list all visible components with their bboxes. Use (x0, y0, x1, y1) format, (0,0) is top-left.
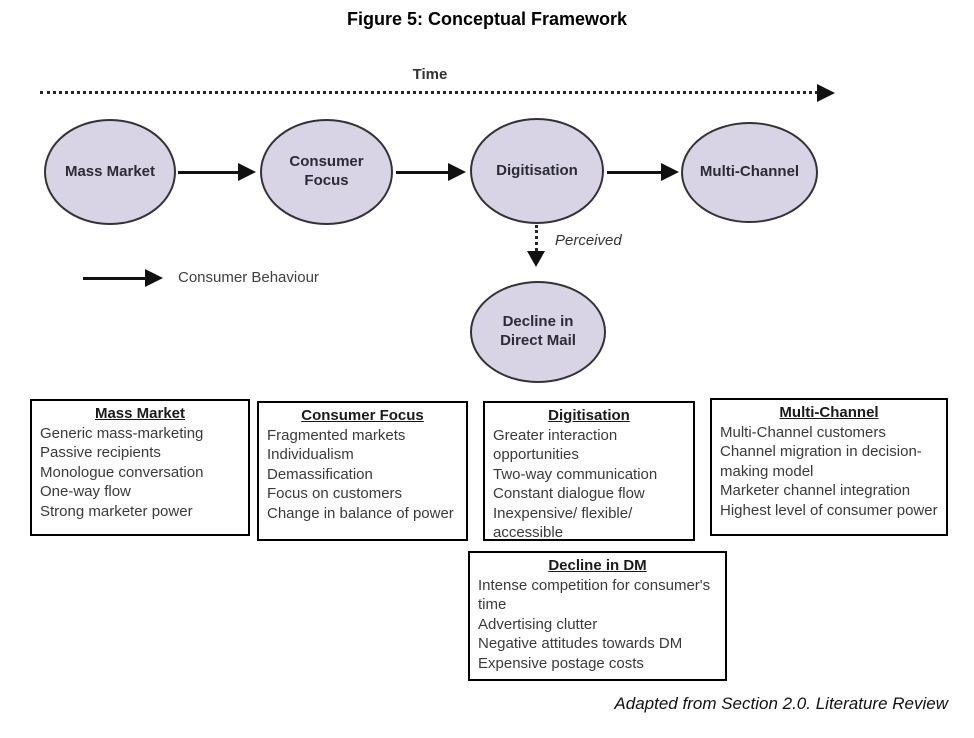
box-item: Fragmented markets (267, 426, 406, 444)
box-item: Inexpensive/ flexible/ accessible (493, 504, 633, 542)
legend-label: Consumer Behaviour (178, 269, 319, 286)
flow-arrow-line-2 (396, 171, 448, 174)
detail-box-mass-market: Mass Market Generic mass-marketing Passi… (30, 399, 250, 536)
box-item: Two-way communication (493, 465, 658, 483)
box-item: Focus on customers (267, 485, 403, 502)
legend-arrowhead-icon (145, 269, 163, 287)
box-item: Constant dialogue flow (493, 485, 645, 502)
time-axis-label: Time (412, 66, 448, 83)
box-item: Intense competition for consumer's time (478, 576, 711, 614)
time-axis-arrowhead-icon (817, 84, 835, 102)
box-item: Marketer channel integration (720, 482, 911, 499)
stage-ellipse-mass-market: Mass Market (44, 119, 176, 225)
flow-arrow-line-1 (178, 171, 238, 174)
time-axis-dotted-line (40, 91, 818, 94)
box-title-digitisation: Digitisation (548, 407, 630, 424)
stage-label-digitisation: Digitisation (496, 161, 578, 179)
box-item: Change in balance of power (267, 504, 454, 522)
stage-label-mass-market: Mass Market (64, 162, 156, 180)
stage-label-multi-channel: Multi-Channel (699, 163, 800, 181)
stage-label-consumer-focus: Consumer Focus (289, 153, 364, 189)
stage-ellipse-digitisation: Digitisation (470, 118, 604, 224)
flow-arrowhead-2-icon (448, 163, 466, 181)
box-item: Advertising clutter (478, 615, 598, 633)
flow-arrowhead-1-icon (238, 163, 256, 181)
box-title-mass-market: Mass Market (94, 405, 186, 422)
box-item: Greater interaction opportunities (493, 426, 618, 464)
legend-arrow-line (83, 277, 145, 280)
perceived-arrowhead-icon (527, 251, 545, 267)
outcome-label-decline-direct-mail: Decline in Direct Mail (500, 313, 576, 349)
perceived-label: Perceived (555, 232, 622, 249)
box-title-decline-in-dm: Decline in DM (548, 557, 647, 574)
box-item: Individualism (267, 446, 354, 463)
box-item: Monologue conversation (40, 463, 204, 481)
box-title-multi-channel: Multi-Channel (779, 404, 879, 421)
box-title-consumer-focus: Consumer Focus (301, 407, 424, 424)
box-item: Generic mass-marketing (40, 424, 204, 442)
outcome-ellipse-decline-direct-mail: Decline in Direct Mail (470, 281, 606, 383)
detail-box-digitisation: Digitisation Greater interaction opportu… (483, 401, 695, 541)
stage-ellipse-consumer-focus: Consumer Focus (260, 119, 393, 225)
stage-ellipse-multi-channel: Multi-Channel (681, 122, 818, 223)
box-item: Channel migration in decision-making mod… (720, 443, 922, 480)
detail-box-consumer-focus: Consumer Focus Fragmented markets Indivi… (257, 401, 468, 541)
box-item: Demassification (267, 465, 373, 483)
box-item: Passive recipients (40, 444, 161, 461)
box-item: Multi-Channel customers (720, 423, 886, 441)
box-item: Highest level of consumer power (720, 501, 938, 519)
figure-title: Figure 5: Conceptual Framework (346, 9, 628, 29)
flow-arrow-line-3 (607, 171, 661, 174)
perceived-dashed-line (535, 225, 538, 251)
box-item: Expensive postage costs (478, 654, 644, 672)
box-item: Strong marketer power (40, 502, 193, 520)
detail-box-multi-channel: Multi-Channel Multi-Channel customers Ch… (710, 398, 948, 536)
box-item: Negative attitudes towards DM (478, 635, 683, 652)
flow-arrowhead-3-icon (661, 163, 679, 181)
detail-box-decline-in-dm: Decline in DM Intense competition for co… (468, 551, 727, 681)
attribution-text: Adapted from Section 2.0. Literature Rev… (614, 694, 948, 713)
box-item: One-way flow (40, 483, 131, 500)
